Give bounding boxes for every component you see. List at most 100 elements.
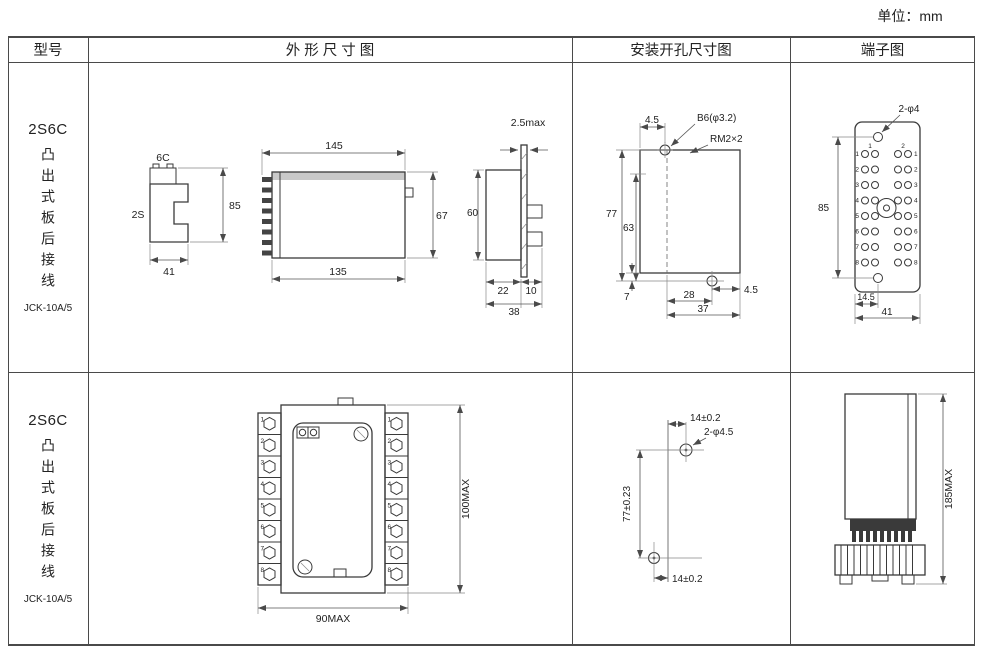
terminal-number: 1 bbox=[388, 417, 392, 424]
mounting-hole-drawing-row1: 4.5 B6(φ3.2) RM2×2 77 63 7 4.5 28 37 bbox=[606, 113, 758, 319]
terminal-number: 4 bbox=[261, 481, 265, 488]
fixing-screw-bottom bbox=[297, 559, 313, 575]
dim-label-37: 37 bbox=[697, 304, 709, 315]
pin-number: 6 bbox=[914, 229, 918, 236]
pin-number: 1 bbox=[914, 151, 918, 158]
bracket-shape bbox=[149, 163, 189, 243]
terminal-number: 5 bbox=[261, 503, 265, 510]
dim-label-41-terminal: 41 bbox=[881, 307, 893, 318]
terminal-tab-upper bbox=[526, 204, 543, 219]
terminal-number: 7 bbox=[261, 546, 265, 553]
plug-pins bbox=[852, 531, 912, 542]
pin-number: 4 bbox=[855, 198, 859, 205]
pin-number: 5 bbox=[914, 213, 918, 220]
side-view-row2: 185MAX bbox=[834, 393, 955, 585]
hole-spec-label: B6(φ3.2) bbox=[697, 113, 736, 124]
dim-label-135: 135 bbox=[329, 266, 347, 278]
center-boss bbox=[876, 198, 897, 218]
pin-number: 3 bbox=[914, 182, 918, 189]
col-rule-2 bbox=[572, 36, 573, 646]
dim-label-85: 85 bbox=[229, 200, 241, 212]
dim-label-67: 67 bbox=[436, 210, 448, 222]
relay-rear-body bbox=[485, 169, 522, 261]
holes-label-2-phi4-5: 2-φ4.5 bbox=[704, 427, 734, 438]
relay-side-body bbox=[262, 171, 414, 259]
table-top-rule bbox=[8, 36, 975, 38]
terminal-number: 2 bbox=[388, 438, 392, 445]
outline-plate-view: 2.5max 60 22 10 38 bbox=[467, 117, 548, 318]
dim-label-14-5: 14.5 bbox=[857, 292, 875, 302]
dim-label-10: 10 bbox=[525, 286, 537, 297]
dim-label-77-left: 77±0.23 bbox=[622, 486, 633, 523]
pin-number: 2 bbox=[914, 167, 918, 174]
col-rule-1 bbox=[88, 36, 89, 646]
pin-number: 7 bbox=[914, 244, 918, 251]
terminal-number: 3 bbox=[388, 460, 392, 467]
pin-number: 1 bbox=[855, 151, 859, 158]
bracket-top-label: 6C bbox=[156, 152, 170, 164]
terminal-col2-label: 2 bbox=[901, 143, 905, 150]
model-code: JCK-10A/5 bbox=[23, 594, 73, 605]
pin-number: 5 bbox=[855, 213, 859, 220]
plug-block bbox=[850, 519, 916, 531]
header-terminal: 端子图 bbox=[860, 43, 905, 59]
dim-label-77: 77 bbox=[606, 209, 618, 220]
pin-number: 7 bbox=[855, 244, 859, 251]
dim-label-14-top: 14±0.2 bbox=[690, 413, 721, 424]
terminal-pin-grid bbox=[861, 150, 912, 267]
mounting-hole-drawing-row2: 14±0.2 2-φ4.5 77±0.23 14±0.2 bbox=[622, 413, 734, 585]
pin-number: 2 bbox=[855, 167, 859, 174]
terminal-strip-right: 1 2 3 4 5 6 7 8 bbox=[384, 412, 409, 586]
bracket-left-label: 2S bbox=[132, 209, 145, 221]
row-separator bbox=[8, 372, 975, 373]
model-name: 2S6C bbox=[28, 412, 68, 429]
table-left-rule bbox=[8, 36, 9, 646]
dim-label-145: 145 bbox=[325, 140, 343, 152]
terminal-strip-left: 1 2 3 4 5 6 7 8 bbox=[257, 412, 282, 586]
socket-base bbox=[834, 544, 926, 585]
fixing-hole-bottom bbox=[873, 273, 883, 283]
terminal-number: 6 bbox=[388, 524, 392, 531]
header-separator bbox=[8, 62, 975, 63]
model-name: 2S6C bbox=[28, 121, 68, 138]
thread-spec-label: RM2×2 bbox=[710, 134, 743, 145]
header-mounting: 安装开孔尺寸图 bbox=[630, 43, 732, 59]
dim-label-185max: 185MAX bbox=[943, 469, 955, 509]
dim-label-22: 22 bbox=[497, 286, 509, 297]
model-cell-row1: 2S6C 凸出式板后接线 JCK-10A/5 bbox=[8, 63, 88, 372]
bottom-tab bbox=[333, 568, 347, 578]
model-cell-row2: 2S6C 凸出式板后接线 JCK-10A/5 bbox=[8, 373, 88, 644]
terminal-col1-label: 1 bbox=[868, 143, 872, 150]
adjust-screws bbox=[296, 426, 320, 439]
top-tab bbox=[337, 397, 354, 406]
outline-bracket-view: 6C 2S 85 41 bbox=[132, 152, 241, 278]
dim-label-90max: 90MAX bbox=[316, 613, 350, 625]
header-outline: 外 形 尺 寸 图 bbox=[285, 43, 375, 59]
dim-label-4-5-right: 4.5 bbox=[744, 285, 758, 296]
pin-number: 8 bbox=[855, 260, 859, 267]
model-mount-type: 凸出式板后接线 bbox=[40, 438, 56, 585]
pin-number: 4 bbox=[914, 198, 918, 205]
terminal-number: 7 bbox=[388, 546, 392, 553]
dim-label-85-terminal: 85 bbox=[818, 203, 830, 214]
outline-front-view-row2: 1 2 3 4 5 6 7 8 1 2 3 4 5 6 7 8 bbox=[257, 397, 472, 625]
table-right-rule bbox=[974, 36, 975, 646]
connector-pins bbox=[262, 177, 272, 256]
outline-side-view: 145 135 67 bbox=[261, 140, 448, 283]
dim-label-41: 41 bbox=[163, 266, 175, 278]
terminal-diagram-row1: 2-φ4 1 2 1 2 3 4 5 6 7 8 1 2 3 bbox=[818, 104, 921, 324]
terminal-tab-lower bbox=[526, 231, 543, 247]
pin-number: 8 bbox=[914, 260, 918, 267]
pin-number: 6 bbox=[855, 229, 859, 236]
dim-label-7: 7 bbox=[624, 292, 630, 303]
terminal-row-numbers: 1 2 3 4 5 6 7 8 1 2 3 4 5 6 7 8 bbox=[855, 151, 918, 267]
model-code: JCK-10A/5 bbox=[23, 303, 73, 314]
dim-label-28: 28 bbox=[683, 290, 695, 301]
dim-label-4-5-top: 4.5 bbox=[645, 115, 659, 126]
dim-label-60: 60 bbox=[467, 208, 479, 219]
terminal-number: 1 bbox=[261, 417, 265, 424]
terminal-number: 3 bbox=[261, 460, 265, 467]
cover-outline bbox=[292, 422, 373, 578]
dim-label-2-5max: 2.5max bbox=[511, 117, 546, 129]
